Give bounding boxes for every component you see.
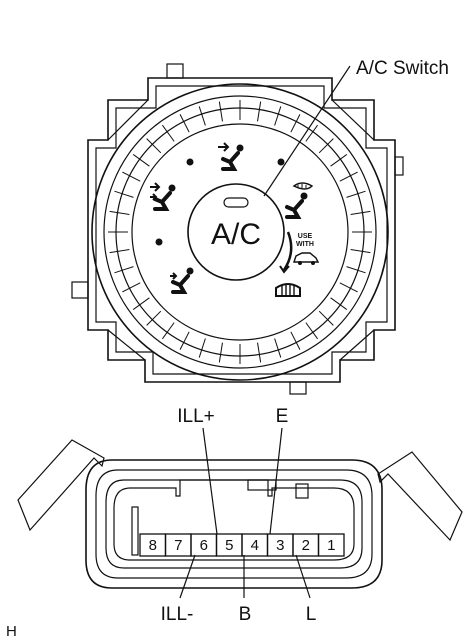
- knurl-tooth: [350, 210, 371, 215]
- knurl-tooth: [198, 106, 206, 126]
- knurl-tooth: [318, 138, 334, 154]
- figure-code: H: [6, 623, 17, 640]
- knurl-tooth: [179, 114, 190, 133]
- pin-number: 5: [225, 537, 233, 554]
- knurl-tooth: [218, 101, 223, 122]
- knurl-tooth: [290, 331, 301, 350]
- knurl-tooth: [146, 138, 162, 154]
- knurl-tooth: [132, 154, 150, 167]
- knurl-tooth: [122, 282, 141, 293]
- knurl-tooth: [114, 190, 134, 198]
- indicator-dots: [155, 158, 285, 246]
- foot-defrost-icon: [285, 182, 314, 219]
- terminal-ill-plus: ILL+: [177, 406, 215, 427]
- car-icon: [293, 252, 320, 265]
- switch-callout-label: A/C Switch: [356, 58, 449, 79]
- ac-button[interactable]: A/C: [187, 183, 285, 281]
- pin-7: 7: [164, 533, 192, 557]
- pin-number: 1: [327, 537, 335, 554]
- pin-number: 7: [174, 537, 182, 554]
- knurl-tooth: [346, 190, 366, 198]
- knurl-tooth: [274, 106, 282, 126]
- knurl-tooth: [132, 297, 150, 310]
- knurl-tooth: [290, 114, 301, 133]
- knurl-tooth: [318, 310, 334, 326]
- knurl-tooth: [305, 124, 318, 142]
- knurl-tooth: [218, 342, 223, 363]
- knurl-tooth: [146, 310, 162, 326]
- knurl-tooth: [330, 297, 348, 310]
- pin-number: 8: [149, 537, 157, 554]
- knurl-tooth: [109, 249, 130, 254]
- terminal-ill-minus: ILL-: [161, 604, 194, 625]
- knurl-tooth: [274, 338, 282, 358]
- svg-text:WITH: WITH: [296, 241, 314, 248]
- pin-5: 5: [215, 533, 243, 557]
- svg-text:USE: USE: [298, 233, 313, 240]
- knurl-tooth: [339, 282, 358, 293]
- knurl-tooth: [339, 171, 358, 182]
- ac-button-label: A/C: [211, 218, 261, 251]
- terminal-e: E: [276, 406, 289, 427]
- foot-vent-icon: [170, 267, 194, 294]
- dial-knurl: [108, 100, 372, 364]
- pin-number: 3: [276, 537, 284, 554]
- terminal-leaders: [179, 427, 311, 599]
- use-with-indicator: USE WITH: [279, 231, 320, 274]
- face-vent-icon: [218, 142, 244, 171]
- terminal-b: B: [239, 604, 252, 625]
- connector-housing: [17, 439, 463, 589]
- pin-6: 6: [190, 533, 218, 557]
- rear-defrost-icon: [275, 283, 301, 297]
- rotation-arrow-icon: [282, 231, 293, 271]
- switch-callout: A/C Switch: [263, 58, 449, 197]
- bi-level-vent-icon: [150, 182, 176, 211]
- pin-4: 4: [241, 533, 269, 557]
- pin-3: 3: [266, 533, 294, 557]
- pin-2: 2: [292, 533, 320, 557]
- knurl-tooth: [305, 322, 318, 340]
- knurl-tooth: [114, 266, 134, 274]
- pin-1: 1: [317, 533, 345, 557]
- knurl-tooth: [162, 124, 175, 142]
- pin-number: 4: [251, 537, 259, 554]
- switch-housing: [71, 63, 404, 395]
- knurl-tooth: [350, 249, 371, 254]
- knurl-tooth: [346, 266, 366, 274]
- pin-number: 2: [302, 537, 310, 554]
- pin-number: 6: [200, 537, 208, 554]
- pin-8: 8: [139, 533, 167, 557]
- knurl-tooth: [162, 322, 175, 340]
- knurl-tooth: [122, 171, 141, 182]
- knurl-tooth: [330, 154, 348, 167]
- knurl-tooth: [257, 342, 262, 363]
- terminal-l: L: [306, 604, 317, 625]
- knurl-tooth: [257, 101, 262, 122]
- knurl-tooth: [179, 331, 190, 350]
- knurl-tooth: [109, 210, 130, 215]
- knurl-tooth: [198, 338, 206, 358]
